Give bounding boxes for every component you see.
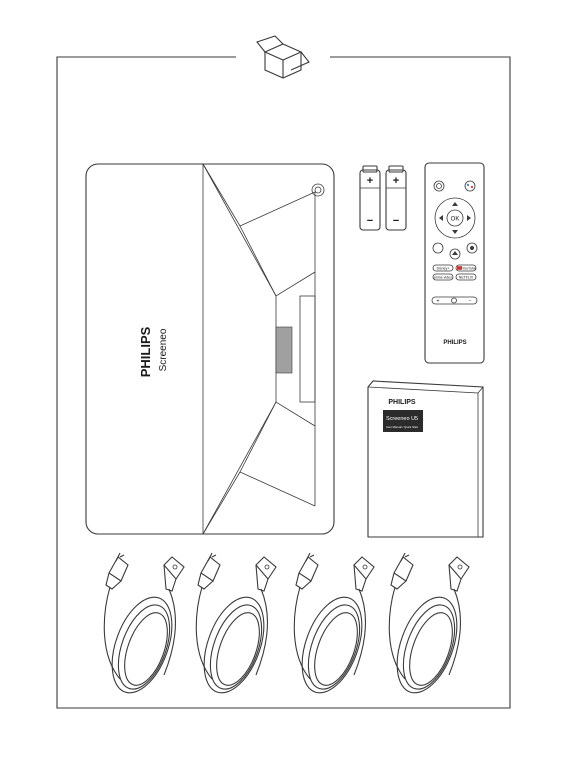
battery-2-minus-label: − — [393, 215, 399, 227]
power-cord-3 — [290, 553, 374, 701]
battery-1-plus-label: + — [367, 175, 373, 187]
projector: PHILIPS Screeneo — [86, 164, 334, 534]
svg-text:NETFLIX: NETFLIX — [459, 276, 474, 280]
power-cord-2 — [192, 553, 276, 701]
battery-1: + − — [360, 166, 380, 230]
svg-text:YouTube: YouTube — [462, 267, 476, 271]
svg-text:−: − — [469, 299, 472, 305]
manual-subtitle: User Manual / Quick Start — [386, 425, 418, 429]
remote-control: OK Disney+ YouTube prime video NETFLIX +… — [425, 163, 484, 363]
manual-brand-label: PHILIPS — [388, 399, 416, 406]
projector-lens — [276, 327, 292, 373]
remote-back-icon — [433, 243, 443, 253]
remote-ok-label: OK — [451, 217, 460, 223]
manual-title: Screeneo U5 — [386, 416, 418, 422]
projector-model-label: Screeneo — [158, 328, 169, 371]
projector-power-button — [312, 184, 324, 196]
battery-2-plus-label: + — [393, 175, 399, 187]
battery-2: + − — [386, 166, 406, 230]
svg-text:prime video: prime video — [434, 276, 452, 280]
svg-text:Disney+: Disney+ — [437, 267, 450, 271]
power-cord-4 — [385, 553, 469, 701]
contents-frame — [57, 57, 510, 708]
battery-1-minus-label: − — [367, 215, 373, 227]
power-cords — [100, 553, 469, 701]
power-cord-1 — [100, 553, 184, 701]
remote-brand-label: PHILIPS — [443, 340, 466, 346]
remote-assistant-icon — [465, 181, 475, 191]
remote-power-icon — [434, 181, 444, 191]
user-manual: PHILIPS Screeneo U5 User Manual / Quick … — [368, 381, 483, 537]
svg-text:+: + — [437, 299, 440, 305]
projector-brand-label: PHILIPS — [138, 326, 153, 377]
open-box-icon — [257, 36, 309, 78]
